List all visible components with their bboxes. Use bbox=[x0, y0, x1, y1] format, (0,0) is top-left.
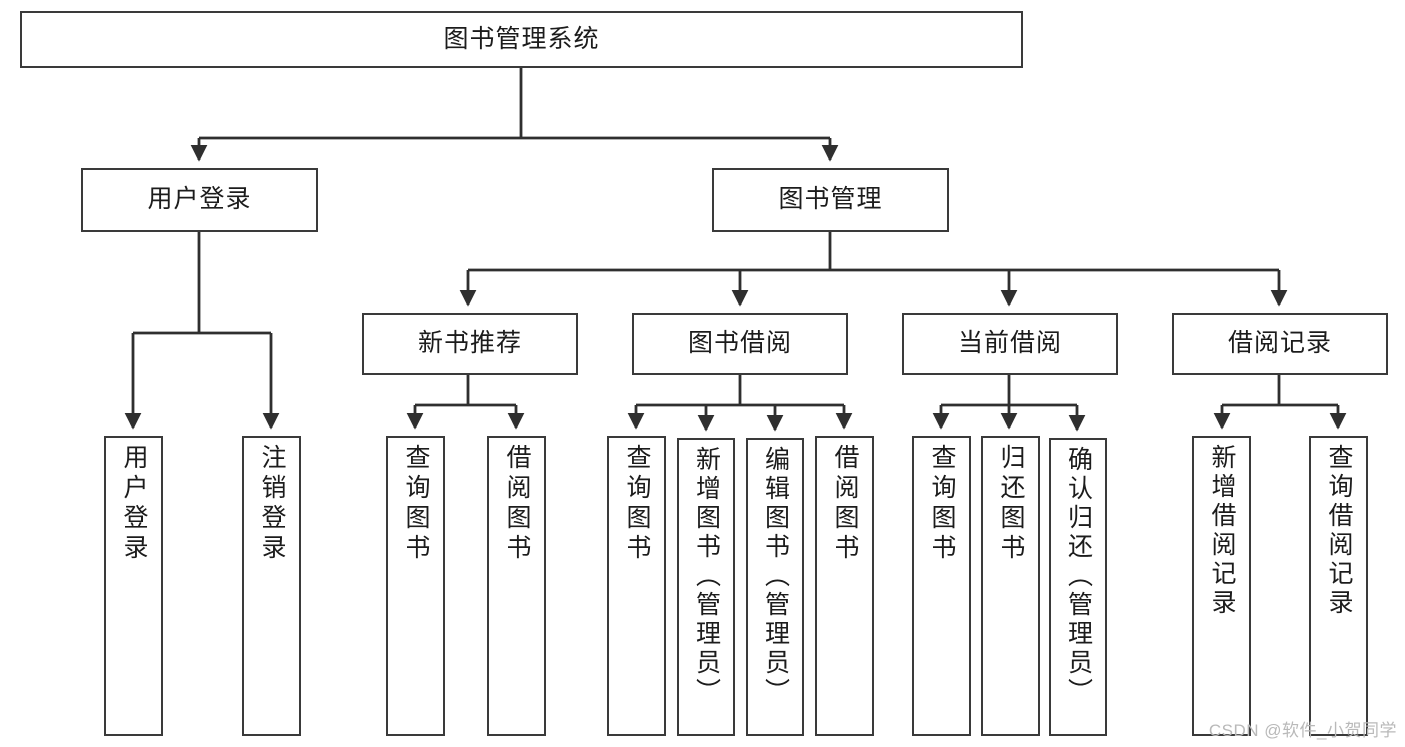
node-leaf-query-book-3-label: 查询图书 bbox=[928, 444, 956, 564]
node-book-management[interactable]: 图书管理 bbox=[712, 168, 949, 232]
node-new-book-recommend[interactable]: 新书推荐 bbox=[362, 313, 578, 375]
node-book-borrow[interactable]: 图书借阅 bbox=[632, 313, 848, 375]
node-leaf-user-logout-label: 注销登录 bbox=[258, 444, 286, 564]
node-new-book-recommend-label: 新书推荐 bbox=[417, 329, 522, 358]
node-leaf-query-book-1-label: 查询图书 bbox=[402, 444, 430, 564]
node-leaf-return-book[interactable]: 归还图书 bbox=[981, 436, 1040, 736]
node-book-borrow-label: 图书借阅 bbox=[687, 329, 792, 358]
node-leaf-edit-book[interactable]: 编辑图书（管理员） bbox=[746, 438, 804, 736]
node-leaf-edit-book-label: 编辑图书（管理员） bbox=[761, 446, 790, 707]
node-borrow-record[interactable]: 借阅记录 bbox=[1172, 313, 1388, 375]
node-leaf-user-login[interactable]: 用户登录 bbox=[104, 436, 163, 736]
node-leaf-borrow-book-1[interactable]: 借阅图书 bbox=[487, 436, 546, 736]
node-leaf-return-book-label: 归还图书 bbox=[997, 444, 1025, 564]
node-leaf-query-record[interactable]: 查询借阅记录 bbox=[1309, 436, 1368, 736]
node-leaf-confirm-return[interactable]: 确认归还（管理员） bbox=[1049, 438, 1107, 736]
node-leaf-borrow-book-1-label: 借阅图书 bbox=[503, 444, 531, 564]
node-leaf-borrow-book-2[interactable]: 借阅图书 bbox=[815, 436, 874, 736]
node-current-borrow[interactable]: 当前借阅 bbox=[902, 313, 1118, 375]
node-book-management-label: 图书管理 bbox=[778, 185, 883, 214]
node-current-borrow-label: 当前借阅 bbox=[957, 329, 1062, 358]
node-leaf-user-login-label: 用户登录 bbox=[120, 444, 148, 564]
node-borrow-record-label: 借阅记录 bbox=[1227, 329, 1332, 358]
node-root-label: 图书管理系统 bbox=[443, 24, 600, 53]
node-leaf-query-record-label: 查询借阅记录 bbox=[1325, 444, 1353, 618]
node-leaf-add-book[interactable]: 新增图书（管理员） bbox=[677, 438, 735, 736]
node-leaf-user-logout[interactable]: 注销登录 bbox=[242, 436, 301, 736]
node-leaf-add-record-label: 新增借阅记录 bbox=[1208, 444, 1236, 618]
node-leaf-query-book-3[interactable]: 查询图书 bbox=[912, 436, 971, 736]
node-user-login[interactable]: 用户登录 bbox=[81, 168, 318, 232]
node-leaf-borrow-book-2-label: 借阅图书 bbox=[831, 444, 859, 564]
node-leaf-query-book-2[interactable]: 查询图书 bbox=[607, 436, 666, 736]
node-root[interactable]: 图书管理系统 bbox=[20, 11, 1023, 68]
node-leaf-query-book-1[interactable]: 查询图书 bbox=[386, 436, 445, 736]
node-leaf-add-book-label: 新增图书（管理员） bbox=[692, 446, 721, 707]
node-leaf-add-record[interactable]: 新增借阅记录 bbox=[1192, 436, 1251, 736]
node-leaf-confirm-return-label: 确认归还（管理员） bbox=[1064, 446, 1093, 707]
node-user-login-label: 用户登录 bbox=[147, 185, 252, 214]
node-leaf-query-book-2-label: 查询图书 bbox=[623, 444, 651, 564]
